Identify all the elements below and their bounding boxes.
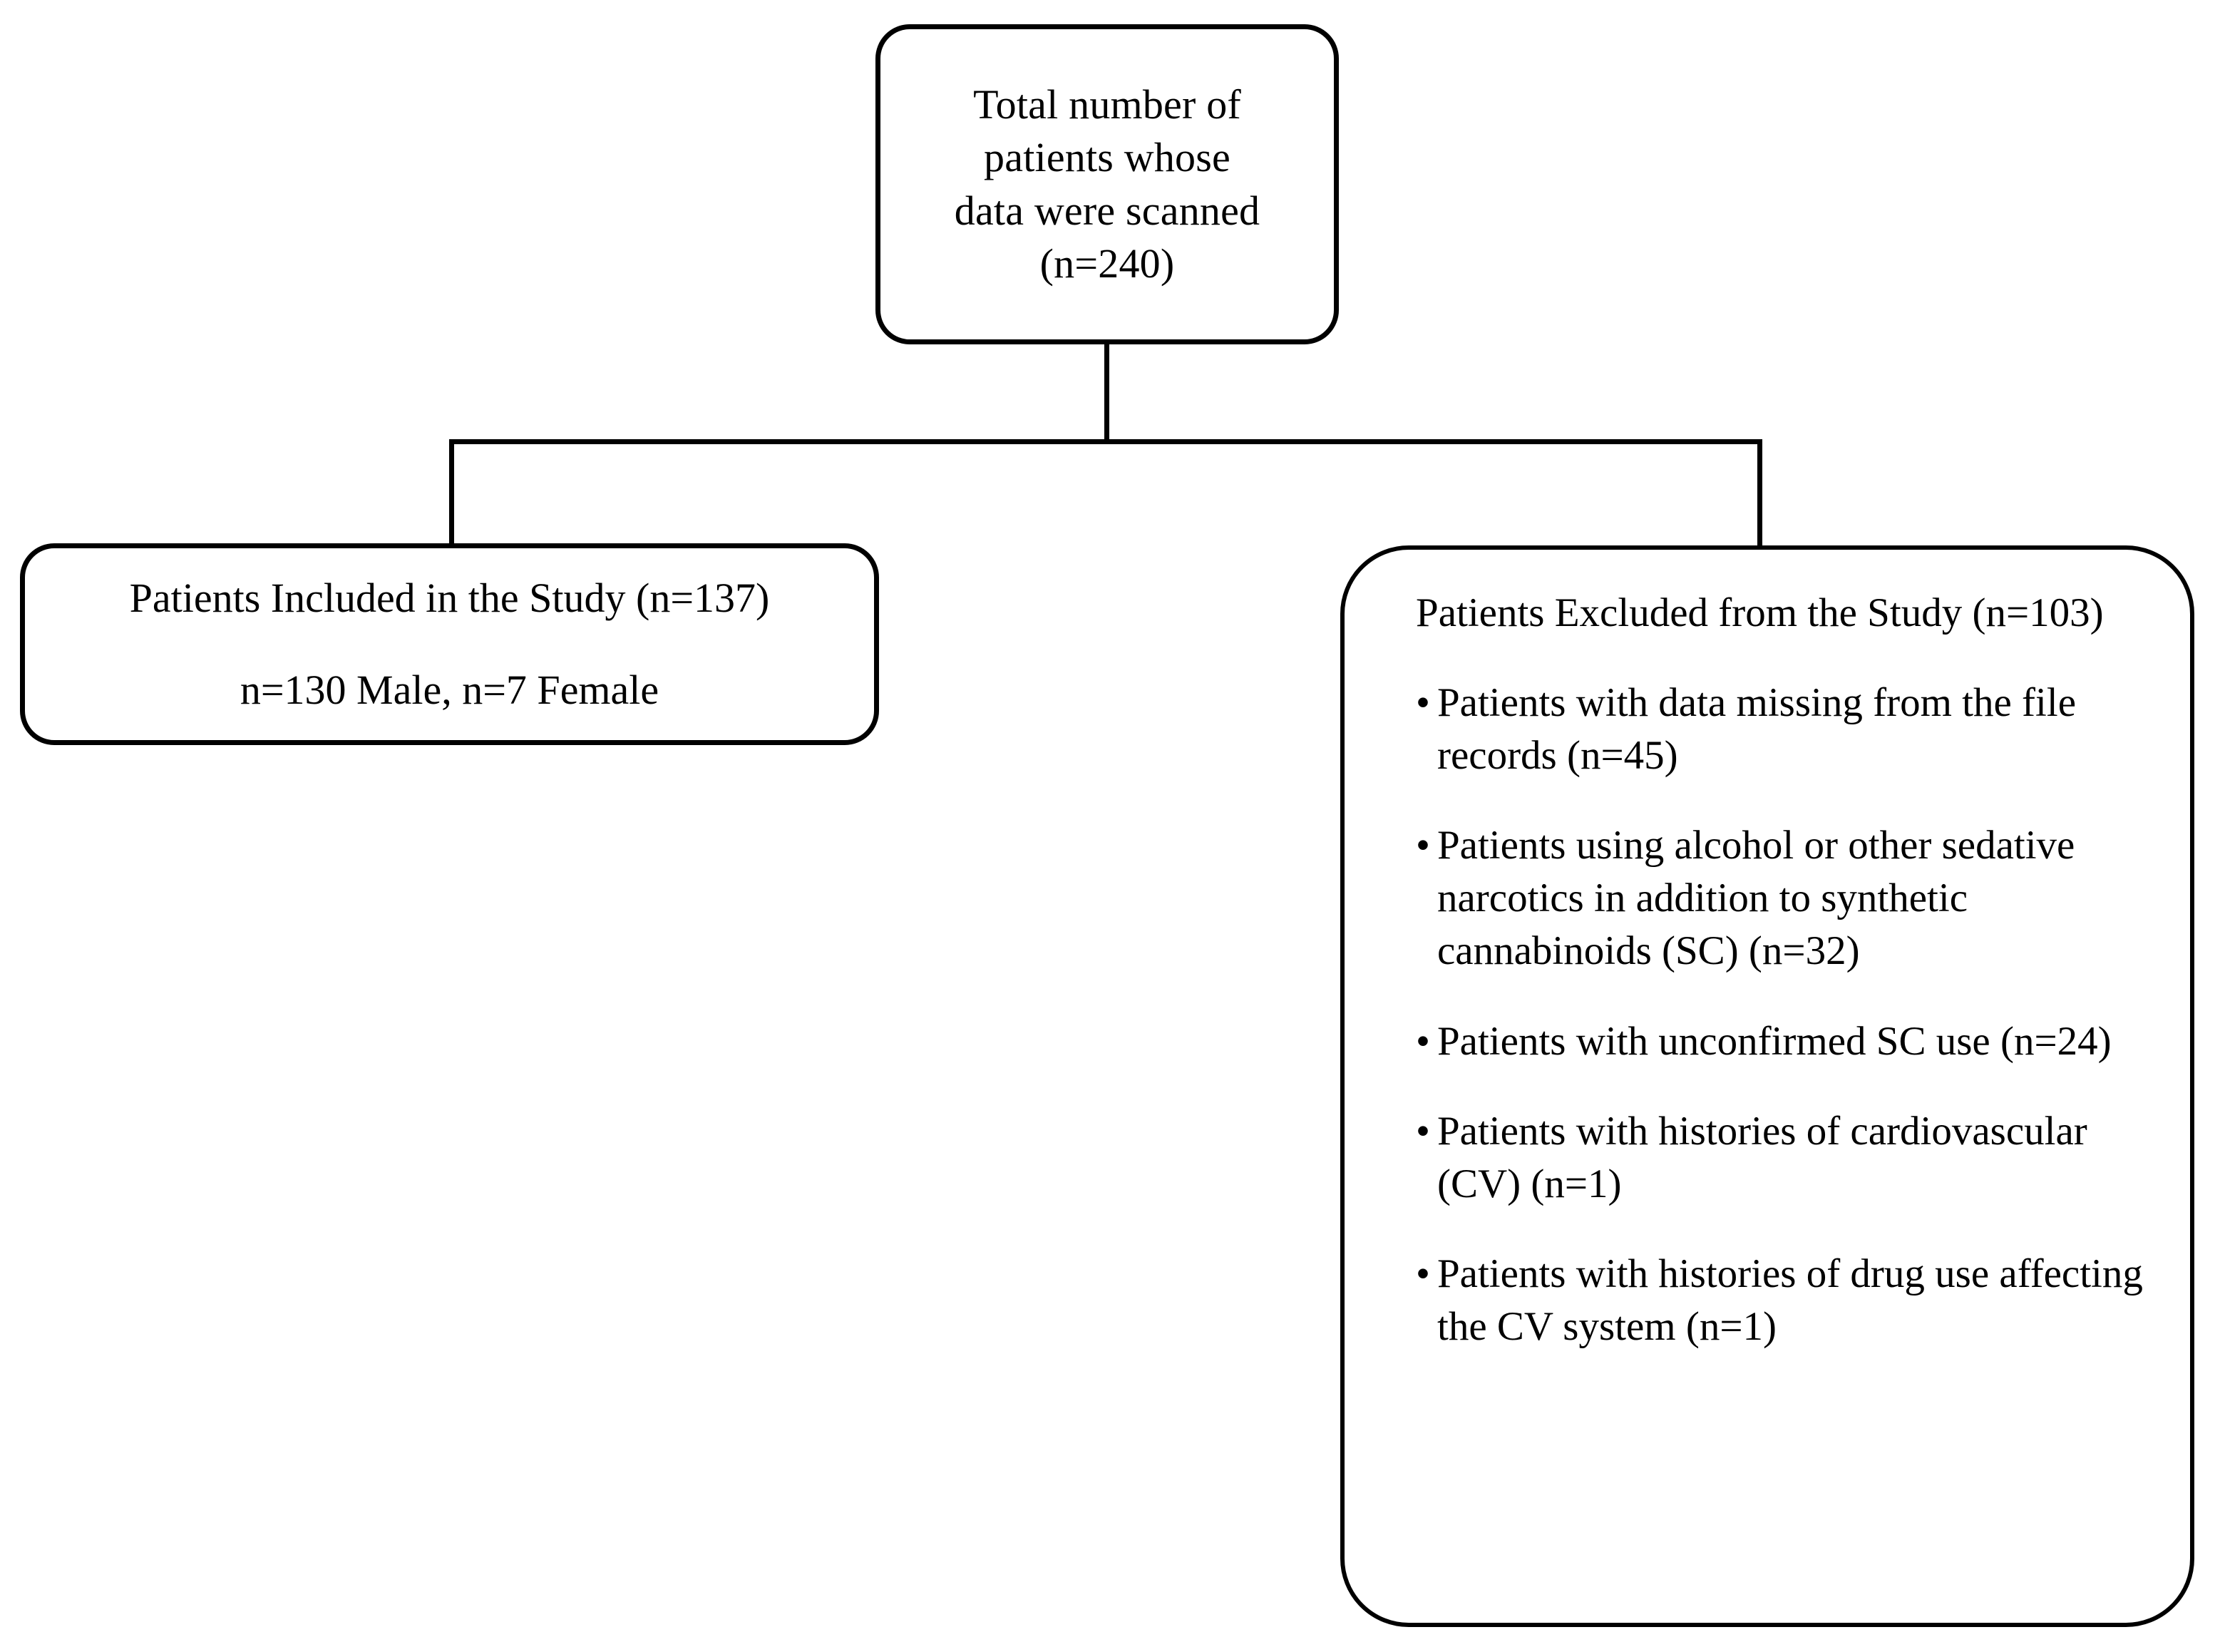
bullet-icon: • (1416, 1251, 1437, 1296)
total-line-1: Total number of (973, 81, 1241, 128)
total-line-4: (n=240) (1039, 240, 1175, 287)
node-total-patients: Total number of patients whose data were… (875, 24, 1339, 344)
included-title: Patients Included in the Study (n=137) (129, 574, 770, 621)
included-sex-breakdown: n=130 Male, n=7 Female (240, 666, 659, 713)
exclusion-reason-text: Patients using alcohol or other sedative… (1437, 823, 2075, 974)
bullet-icon: • (1416, 1108, 1437, 1154)
exclusion-reason-item: •Patients with histories of drug use aff… (1416, 1248, 2143, 1353)
connector-branch-horizontal (449, 439, 1762, 444)
connector-drop-left (449, 439, 454, 548)
connector-drop-right (1757, 439, 1762, 548)
node-patients-excluded: Patients Excluded from the Study (n=103)… (1340, 545, 2194, 1627)
bullet-icon: • (1416, 823, 1437, 868)
excluded-reasons-list: •Patients with data missing from the fil… (1416, 677, 2143, 1353)
exclusion-reason-item: •Patients with data missing from the fil… (1416, 677, 2143, 782)
bullet-icon: • (1416, 680, 1437, 726)
bullet-icon: • (1416, 1018, 1437, 1064)
exclusion-reason-text: Patients with histories of cardiovascula… (1437, 1108, 2087, 1206)
exclusion-reason-text: Patients with histories of drug use affe… (1437, 1251, 2143, 1349)
exclusion-reason-item: •Patients with unconfirmed SC use (n=24) (1416, 1015, 2143, 1068)
total-line-3: data were scanned (954, 187, 1260, 234)
exclusion-reason-item: •Patients with histories of cardiovascul… (1416, 1105, 2143, 1211)
node-total-patients-text: Total number of patients whose data were… (936, 78, 1279, 290)
exclusion-reason-item: •Patients using alcohol or other sedativ… (1416, 819, 2143, 978)
exclusion-reason-text: Patients with data missing from the file… (1437, 680, 2076, 779)
exclusion-reason-text: Patients with unconfirmed SC use (n=24) (1437, 1018, 2112, 1064)
connector-stem-vertical (1104, 342, 1109, 444)
total-line-2: patients whose (984, 134, 1230, 181)
node-patients-included: Patients Included in the Study (n=137) n… (20, 543, 879, 745)
excluded-heading: Patients Excluded from the Study (n=103) (1416, 590, 2104, 635)
